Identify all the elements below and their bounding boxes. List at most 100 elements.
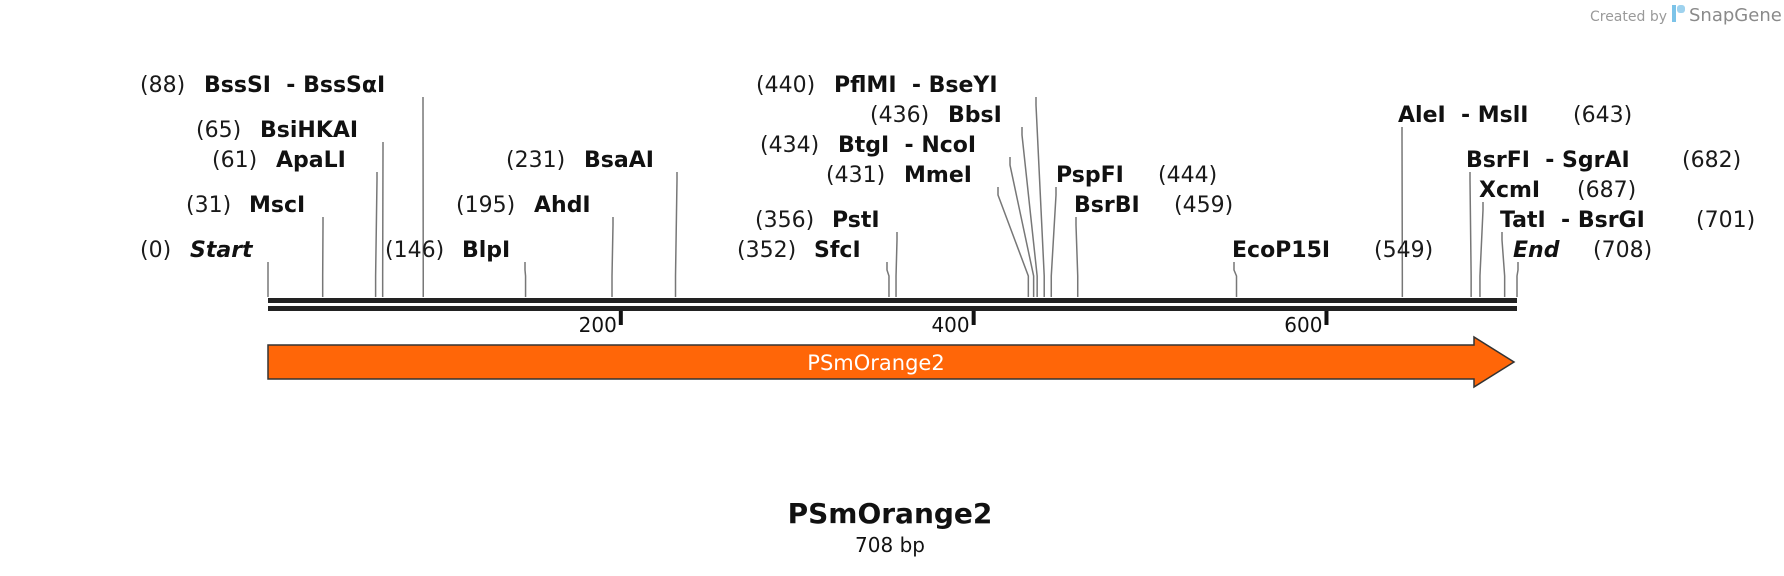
site-label-psti[interactable]: (356) PstI	[755, 208, 880, 233]
site-label-ecop15i[interactable]: EcoP15I (549)	[1232, 238, 1433, 263]
site-connector-line	[997, 187, 1030, 297]
site-name: TatI - BsrGI	[1500, 208, 1645, 233]
site-connector-line	[1233, 262, 1238, 297]
site-connector-line	[1501, 232, 1506, 297]
ruler-tick: 600	[1284, 311, 1329, 337]
site-name: PflMI - BseYI	[834, 73, 998, 98]
site-label-msci[interactable]: (31) MscI	[186, 193, 305, 218]
site-name: BsiHKAI	[260, 118, 358, 143]
site-name: SfcI	[814, 238, 861, 263]
site-label-bsrbi[interactable]: BsrBI (459)	[1074, 193, 1233, 218]
site-connectors	[267, 97, 1519, 297]
map-subtitle: 708 bp	[855, 533, 925, 557]
site-position: (352)	[737, 238, 796, 263]
site-position: (708)	[1593, 238, 1652, 263]
site-label-bsssi-bsssai[interactable]: (88) BssSI - BssSαI	[140, 73, 385, 98]
credit-prefix: Created by	[1590, 9, 1667, 25]
site-position: (434)	[760, 133, 819, 158]
site-name: BtgI - NcoI	[838, 133, 976, 158]
site-position: (701)	[1696, 208, 1755, 233]
site-name: AhdI	[534, 193, 591, 218]
site-connector-line	[1479, 202, 1484, 297]
site-label-btgi-ncoi[interactable]: (434) BtgI - NcoI	[760, 133, 976, 158]
site-name: XcmI	[1479, 178, 1540, 203]
site-position: (231)	[506, 148, 565, 173]
site-connector-line	[1050, 187, 1057, 297]
site-name: MscI	[249, 193, 305, 218]
site-position: (643)	[1573, 103, 1632, 128]
site-connector-line	[1035, 97, 1045, 297]
site-connector-line	[1516, 262, 1519, 297]
site-position: (31)	[186, 193, 231, 218]
site-name: BbsI	[948, 103, 1002, 128]
ruler-tick: 200	[579, 311, 623, 337]
site-label-alei-msli[interactable]: AleI - MslI (643)	[1398, 103, 1632, 128]
site-connector-line	[1021, 127, 1038, 297]
site-label-end[interactable]: End (708)	[1513, 238, 1652, 263]
feature-arrow	[267, 335, 1516, 389]
site-name: Start	[190, 238, 254, 263]
dna-backbone	[268, 298, 1517, 311]
ruler-tick-label: 200	[579, 313, 617, 337]
site-label-ahdi[interactable]: (195) AhdI	[456, 193, 591, 218]
site-label-bbsi[interactable]: (436) BbsI	[870, 103, 1002, 128]
snapgene-logo-icon	[1672, 5, 1685, 22]
site-name: BssSI - BssSαI	[204, 73, 385, 98]
site-name: EcoP15I	[1232, 238, 1330, 263]
site-position: (459)	[1174, 193, 1233, 218]
site-label-bsihkai[interactable]: (65) BsiHKAI	[196, 118, 358, 143]
site-label-tati-bsrgi[interactable]: TatI - BsrGI (701)	[1500, 208, 1755, 233]
site-connector-line	[886, 262, 890, 297]
site-connector-line	[1469, 172, 1472, 297]
site-position: (195)	[456, 193, 515, 218]
site-connector-line	[374, 172, 378, 297]
site-position: (549)	[1374, 238, 1433, 263]
site-connector-line	[524, 262, 527, 297]
site-label-bsaai[interactable]: (231) BsaAI	[506, 148, 654, 173]
site-position: (61)	[212, 148, 257, 173]
site-name: BlpI	[462, 238, 510, 263]
ruler-tick: 400	[931, 311, 976, 337]
site-position: (444)	[1158, 163, 1217, 188]
site-position: (440)	[756, 73, 815, 98]
site-name: BsaAI	[584, 148, 654, 173]
site-name: PspFI	[1056, 163, 1124, 188]
site-label-mmei[interactable]: (431) MmeI	[826, 163, 972, 188]
site-label-apali[interactable]: (61) ApaLI	[212, 148, 346, 173]
ruler-tick-label: 400	[931, 313, 969, 337]
site-position: (88)	[140, 73, 185, 98]
site-label-bsrfi-sgrai[interactable]: BsrFI - SgrAI (682)	[1466, 148, 1741, 173]
feature-psmorange2[interactable]: PSmOrange2	[267, 335, 1516, 389]
restriction-site-labels: (0) Start (31) MscI (61) ApaLI (65) BsiH…	[140, 73, 1755, 263]
ruler-tick-label: 600	[1284, 313, 1322, 337]
site-position: (436)	[870, 103, 929, 128]
site-position: (0)	[140, 238, 171, 263]
backbone-top-strand	[268, 298, 1517, 303]
site-name: ApaLI	[276, 148, 346, 173]
site-connector-line	[895, 232, 898, 297]
site-position: (682)	[1682, 148, 1741, 173]
site-name: PstI	[832, 208, 880, 233]
site-connector-line	[1009, 157, 1035, 297]
site-label-pspfi[interactable]: PspFI (444)	[1056, 163, 1217, 188]
site-label-sfci[interactable]: (352) SfcI	[737, 238, 861, 263]
site-label-blpi[interactable]: (146) BlpI	[385, 238, 510, 263]
site-position: (687)	[1577, 178, 1636, 203]
backbone-bottom-strand	[268, 306, 1517, 311]
site-name: End	[1513, 238, 1560, 263]
site-name: AleI - MslI	[1398, 103, 1529, 128]
site-connector-line	[674, 172, 678, 297]
credit-brand: SnapGene	[1689, 5, 1782, 26]
site-connector-line	[611, 217, 614, 297]
site-name: BsrFI - SgrAI	[1466, 148, 1630, 173]
site-position: (65)	[196, 118, 241, 143]
feature-label: PSmOrange2	[807, 351, 944, 375]
credit: Created by SnapGene	[1590, 5, 1782, 26]
site-label-start[interactable]: (0) Start	[140, 238, 254, 263]
site-label-pflmi-bseyi[interactable]: (440) PflMI - BseYI	[756, 73, 998, 98]
site-label-xcmi[interactable]: XcmI (687)	[1479, 178, 1636, 203]
site-position: (431)	[826, 163, 885, 188]
map-title: PSmOrange2	[788, 497, 993, 530]
ruler: 200 400 600	[579, 311, 1329, 337]
